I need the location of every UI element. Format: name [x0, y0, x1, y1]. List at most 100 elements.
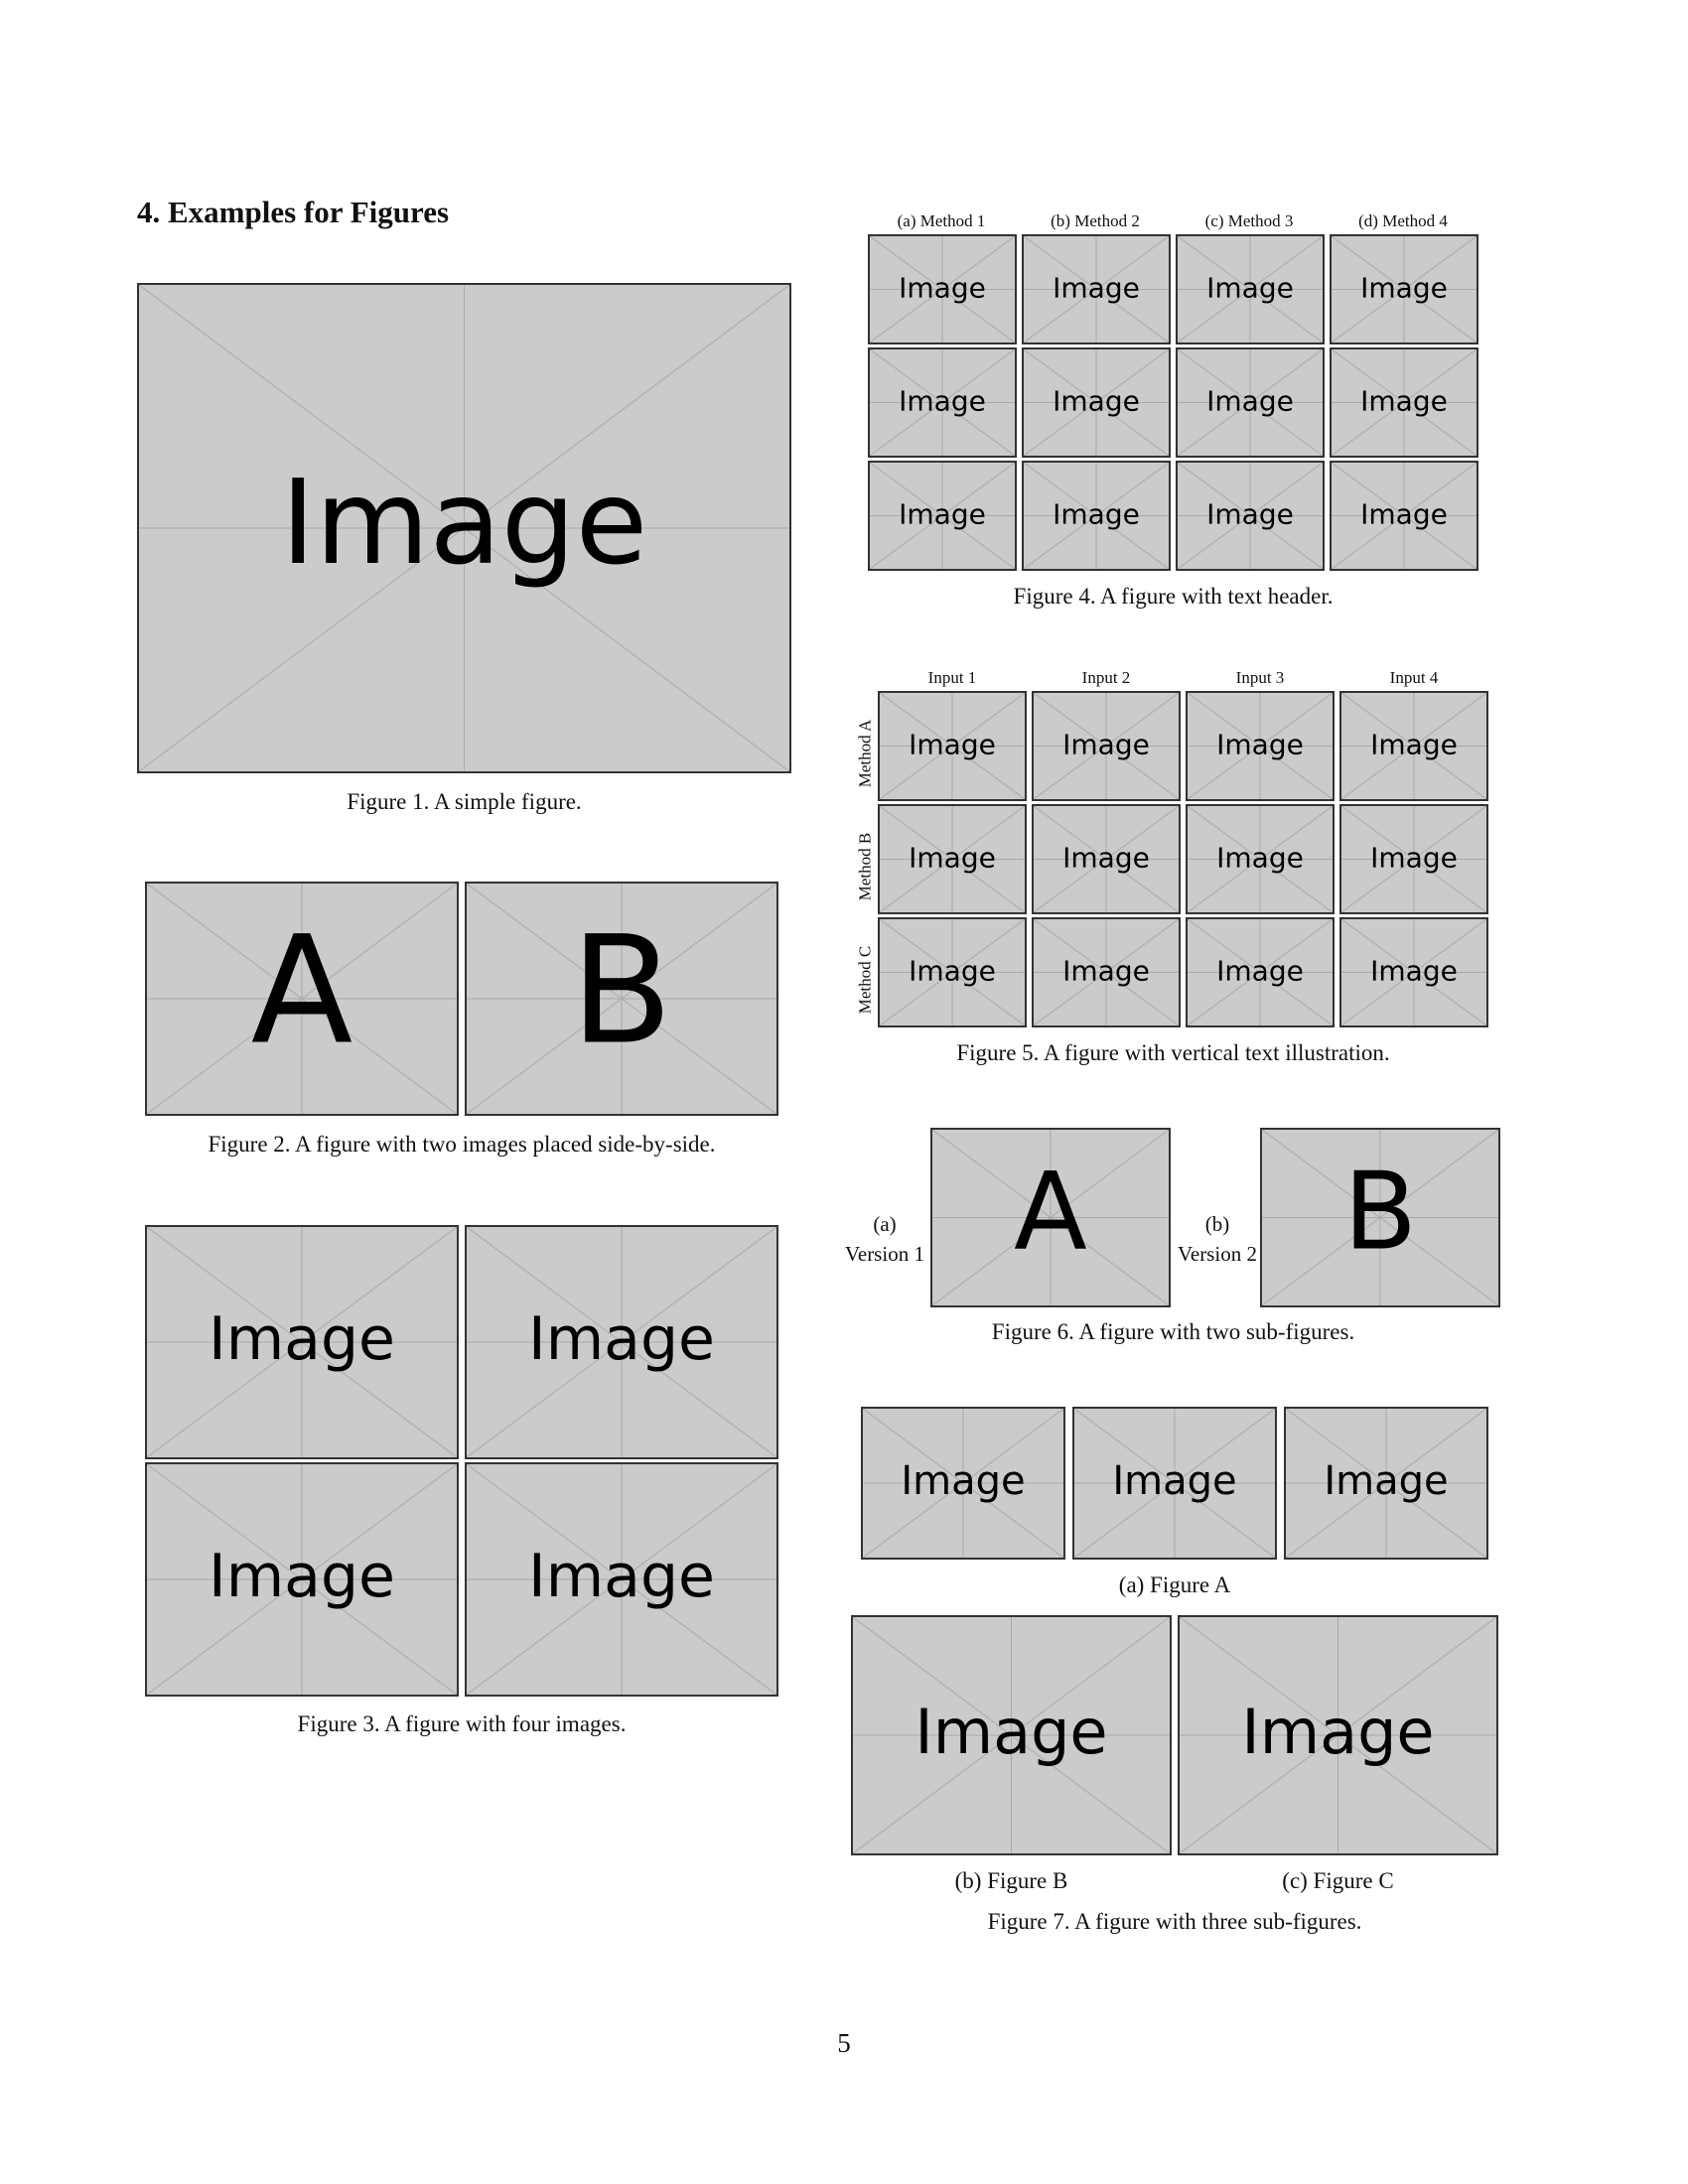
- fig5-image-r3c1: Image: [878, 917, 1027, 1027]
- placeholder-guide-lines: [932, 1130, 1169, 1305]
- fig6-sub-a-tag: (a): [873, 1212, 897, 1236]
- placeholder-label: Image: [1370, 841, 1458, 875]
- placeholder-guide-lines: [147, 1464, 457, 1695]
- placeholder-guide-lines: [1332, 236, 1477, 342]
- fig6-sub-b-name: Version 2: [1178, 1242, 1257, 1266]
- placeholder-guide-lines: [870, 236, 1015, 342]
- placeholder-guide-lines: [1341, 693, 1486, 799]
- placeholder-guide-lines: [1024, 463, 1169, 569]
- placeholder-guide-lines: [1178, 463, 1323, 569]
- placeholder-guide-lines: [1332, 463, 1477, 569]
- fig3-caption: Figure 3. A figure with four images.: [297, 1711, 627, 1736]
- fig5-header-2: Input 2: [1081, 668, 1131, 687]
- placeholder-label: B: [570, 904, 673, 1078]
- placeholder-label: Image: [1216, 841, 1304, 875]
- placeholder-label: Image: [1062, 728, 1150, 761]
- fig4-header-3: (c) Method 3: [1204, 211, 1294, 230]
- placeholder-guide-lines: [1188, 806, 1333, 912]
- placeholder-guide-lines: [467, 1227, 776, 1457]
- placeholder-guide-lines: [1178, 349, 1323, 456]
- fig5-row-label-b: Method B: [855, 832, 875, 901]
- placeholder-label: Image: [1370, 728, 1458, 761]
- placeholder-label: Image: [1112, 1458, 1237, 1504]
- placeholder-guide-lines: [1180, 1617, 1496, 1853]
- fig6-image-b: B: [1260, 1128, 1500, 1307]
- placeholder-guide-lines: [147, 1227, 457, 1457]
- fig5-header-4: Input 4: [1389, 668, 1439, 687]
- fig5-image-r3c3: Image: [1186, 917, 1335, 1027]
- page-number: 5: [837, 2028, 851, 2058]
- fig6-sub-b-tag: (b): [1204, 1212, 1230, 1236]
- fig4-image-r1c3: Image: [1176, 234, 1325, 344]
- placeholder-label: Image: [280, 454, 648, 592]
- placeholder-label: Image: [1360, 384, 1448, 418]
- fig5-image-r1c2: Image: [1032, 691, 1181, 801]
- placeholder-label: Image: [528, 1304, 715, 1374]
- placeholder-guide-lines: [147, 884, 457, 1114]
- placeholder-guide-lines: [880, 919, 1025, 1025]
- placeholder-guide-lines: [139, 285, 789, 771]
- placeholder-label: Image: [901, 1458, 1026, 1504]
- placeholder-label: Image: [1053, 497, 1140, 531]
- fig3-image-2: Image: [465, 1225, 778, 1459]
- fig6-sub-a-name: Version 1: [845, 1242, 924, 1266]
- placeholder-guide-lines: [467, 1464, 776, 1695]
- placeholder-guide-lines: [1074, 1409, 1275, 1558]
- fig5-image-r2c4: Image: [1339, 804, 1488, 914]
- placeholder-guide-lines: [863, 1409, 1063, 1558]
- placeholder-label: B: [1342, 1150, 1418, 1275]
- placeholder-label: Image: [1062, 841, 1150, 875]
- fig5-image-r2c2: Image: [1032, 804, 1181, 914]
- placeholder-guide-lines: [870, 349, 1015, 456]
- fig4-image-r2c2: Image: [1022, 347, 1171, 458]
- placeholder-label: Image: [1216, 728, 1304, 761]
- placeholder-label: Image: [899, 384, 986, 418]
- placeholder-label: Image: [209, 1542, 395, 1611]
- fig5-row-label-c: Method C: [855, 945, 875, 1015]
- fig2-image-b: B: [465, 882, 778, 1116]
- placeholder-label: Image: [909, 954, 996, 988]
- fig5-header-1: Input 1: [927, 668, 977, 687]
- placeholder-guide-lines: [1034, 693, 1179, 799]
- fig3-image-4: Image: [465, 1462, 778, 1697]
- fig5-caption: Figure 5. A figure with vertical text il…: [956, 1040, 1390, 1065]
- placeholder-label: Image: [1241, 1695, 1435, 1768]
- placeholder-guide-lines: [880, 806, 1025, 912]
- fig5-image-r1c4: Image: [1339, 691, 1488, 801]
- fig2-caption: Figure 2. A figure with two images place…: [208, 1132, 716, 1157]
- fig1-caption: Figure 1. A simple figure.: [347, 789, 582, 814]
- placeholder-guide-lines: [880, 693, 1025, 799]
- placeholder-label: Image: [909, 841, 996, 875]
- fig4-header-1: (a) Method 1: [897, 211, 986, 230]
- fig7-sub-a-label: (a) Figure A: [1118, 1572, 1231, 1597]
- fig7a-image-2: Image: [1072, 1407, 1277, 1560]
- placeholder-label: Image: [1360, 497, 1448, 531]
- fig6-image-a: A: [930, 1128, 1171, 1307]
- fig3-image-1: Image: [145, 1225, 459, 1459]
- placeholder-guide-lines: [1034, 919, 1179, 1025]
- placeholder-label: Image: [914, 1695, 1108, 1768]
- fig1-image: Image: [137, 283, 791, 773]
- fig4-caption: Figure 4. A figure with text header.: [1013, 584, 1334, 609]
- fig4-image-r2c4: Image: [1330, 347, 1478, 458]
- placeholder-label: Image: [1053, 271, 1140, 305]
- fig3-image-3: Image: [145, 1462, 459, 1697]
- fig5-image-r3c2: Image: [1032, 917, 1181, 1027]
- fig4-image-r3c3: Image: [1176, 461, 1325, 571]
- fig7a-image-1: Image: [861, 1407, 1065, 1560]
- placeholder-label: Image: [1206, 384, 1294, 418]
- placeholder-guide-lines: [1341, 919, 1486, 1025]
- fig5-image-r3c4: Image: [1339, 917, 1488, 1027]
- placeholder-label: Image: [899, 497, 986, 531]
- fig6-caption: Figure 6. A figure with two sub-figures.: [991, 1319, 1355, 1344]
- placeholder-guide-lines: [1024, 236, 1169, 342]
- placeholder-label: Image: [1324, 1458, 1449, 1504]
- placeholder-guide-lines: [1034, 806, 1179, 912]
- fig4-image-r1c2: Image: [1022, 234, 1171, 344]
- placeholder-label: Image: [209, 1304, 395, 1374]
- placeholder-guide-lines: [1341, 806, 1486, 912]
- placeholder-guide-lines: [1262, 1130, 1498, 1305]
- placeholder-guide-lines: [853, 1617, 1170, 1853]
- placeholder-guide-lines: [1332, 349, 1477, 456]
- fig4-image-r3c4: Image: [1330, 461, 1478, 571]
